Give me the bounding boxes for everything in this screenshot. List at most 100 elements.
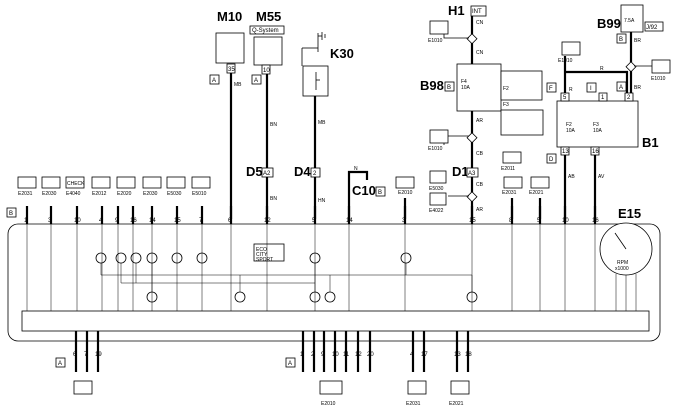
top-pin-number: 15 bbox=[174, 218, 181, 224]
top-pin-number: 14 bbox=[149, 218, 156, 224]
svg-text:ECO: ECO bbox=[256, 247, 267, 253]
svg-text:AR: AR bbox=[476, 207, 483, 213]
e4022-box: E4022 bbox=[429, 192, 447, 214]
svg-text:B: B bbox=[447, 85, 451, 91]
svg-text:CB: CB bbox=[476, 182, 484, 188]
svg-text:2: 2 bbox=[313, 171, 317, 177]
conn-a-bottom-mid bbox=[285, 357, 296, 368]
top-pin-number: 16 bbox=[130, 218, 137, 224]
svg-text:E4022: E4022 bbox=[429, 208, 444, 214]
svg-text:MB: MB bbox=[318, 120, 326, 126]
svg-text:INT: INT bbox=[472, 9, 482, 15]
svg-text:16: 16 bbox=[592, 149, 599, 155]
top-pin-number: 5 bbox=[537, 218, 541, 224]
ground-e1010-1: E1010 bbox=[428, 20, 449, 44]
lamp-icon-box bbox=[41, 176, 61, 189]
e2010-top: E2010 bbox=[395, 176, 415, 219]
check-label: CHECK bbox=[67, 181, 85, 187]
svg-text:M55: M55 bbox=[256, 9, 281, 24]
svg-text:CITY: CITY bbox=[256, 252, 268, 258]
bottom-lamp-e2020 bbox=[73, 380, 93, 395]
svg-text:Q-System: Q-System bbox=[252, 28, 279, 34]
svg-text:A: A bbox=[254, 78, 258, 84]
bottom-pin-number: 11 bbox=[343, 352, 350, 358]
svg-text:R: R bbox=[569, 87, 573, 93]
lamp-code-label: E2020 bbox=[117, 191, 132, 197]
lamp-code-label: E2012 bbox=[92, 191, 107, 197]
svg-text:5: 5 bbox=[563, 95, 567, 101]
svg-text:B: B bbox=[619, 37, 623, 43]
svg-text:1: 1 bbox=[601, 95, 605, 101]
top-pin-number: 3 bbox=[48, 218, 52, 224]
svg-text:B1: B1 bbox=[642, 135, 659, 150]
svg-text:F2: F2 bbox=[566, 122, 572, 128]
bottom-pin-number: 1 bbox=[300, 352, 304, 358]
top-pin-number: 4 bbox=[99, 218, 103, 224]
e2021-b1: E2021 bbox=[529, 176, 550, 219]
bottom-pin-number: 2 bbox=[311, 352, 315, 358]
bottom-lamp-e2021: E2021 bbox=[449, 380, 470, 407]
lamp-icon-box bbox=[166, 176, 186, 189]
top-pin-number: 6 bbox=[228, 218, 232, 224]
top-pin-number: 7 bbox=[199, 218, 203, 224]
e2011-box: E2011 bbox=[501, 151, 522, 172]
svg-text:RPM: RPM bbox=[617, 260, 628, 266]
svg-text:F3: F3 bbox=[593, 122, 599, 128]
top-pin-number: 8 bbox=[509, 218, 513, 224]
svg-text:10A: 10A bbox=[461, 85, 471, 91]
bottom-pin-number: 13 bbox=[454, 352, 461, 358]
svg-text:x1000: x1000 bbox=[615, 266, 629, 272]
svg-text:BN: BN bbox=[270, 196, 277, 202]
svg-text:HN: HN bbox=[318, 198, 326, 204]
svg-text:CN: CN bbox=[476, 50, 484, 56]
cluster-bottom-bar bbox=[21, 310, 650, 332]
top-pin-number: 10 bbox=[74, 218, 81, 224]
svg-text:E2021: E2021 bbox=[449, 401, 464, 407]
svg-text:D5: D5 bbox=[246, 164, 263, 179]
svg-text:A: A bbox=[619, 85, 623, 91]
svg-text:13: 13 bbox=[562, 149, 569, 155]
svg-text:35: 35 bbox=[228, 67, 235, 73]
svg-text:A: A bbox=[212, 78, 216, 84]
svg-text:2: 2 bbox=[627, 95, 631, 101]
e5030-box: E5030 bbox=[429, 170, 447, 192]
bottom-pin-number: 4 bbox=[410, 352, 414, 358]
svg-text:E2031: E2031 bbox=[406, 401, 421, 407]
svg-text:A: A bbox=[58, 361, 62, 367]
svg-text:BR: BR bbox=[634, 85, 641, 91]
svg-text:M10: M10 bbox=[217, 9, 242, 24]
svg-text:B: B bbox=[378, 190, 382, 196]
top-pin-number: 16 bbox=[592, 218, 599, 224]
svg-text:B99: B99 bbox=[597, 16, 621, 31]
svg-text:N: N bbox=[354, 166, 358, 172]
svg-text:F3: F3 bbox=[503, 102, 509, 108]
d4: D4 2 bbox=[294, 164, 321, 179]
svg-text:C10: C10 bbox=[352, 183, 376, 198]
m55: M55 Q-System 10 A BN BN bbox=[249, 9, 285, 219]
svg-text:B: B bbox=[9, 211, 13, 217]
svg-text:A3: A3 bbox=[468, 171, 476, 177]
top-pin-number: 1 bbox=[24, 218, 28, 224]
bottom-lamp-e2031: E2031 bbox=[406, 380, 427, 407]
ground-e1010-2: E1010 bbox=[428, 129, 472, 152]
conn-b-left bbox=[6, 207, 17, 218]
lamp-icon-box bbox=[91, 176, 111, 189]
svg-text:CB: CB bbox=[476, 151, 484, 157]
svg-text:10: 10 bbox=[263, 68, 270, 74]
svg-text:E2010: E2010 bbox=[398, 190, 413, 196]
svg-text:10A: 10A bbox=[566, 128, 576, 134]
svg-text:E2031: E2031 bbox=[502, 190, 517, 196]
lamp-code-label: E2030 bbox=[143, 191, 158, 197]
top-pin-number: 10 bbox=[562, 218, 569, 224]
bottom-pin-number: 20 bbox=[367, 352, 374, 358]
b98: B98 B F4 10A F2 F3 AR bbox=[420, 63, 544, 136]
svg-text:A: A bbox=[288, 361, 292, 367]
svg-text:D4: D4 bbox=[294, 164, 311, 179]
svg-text:R: R bbox=[600, 66, 604, 72]
lamp-code-label: E4040 bbox=[66, 191, 81, 197]
svg-text:MB: MB bbox=[234, 82, 242, 88]
bottom-pin-number: 7 bbox=[84, 352, 88, 358]
lamp-code-label: E2030 bbox=[42, 191, 57, 197]
m10: M10 35 A MB bbox=[209, 9, 245, 219]
b1: B1 F2 10A F3 10A F I 5 1 2 R R E1010 13 … bbox=[546, 41, 659, 219]
